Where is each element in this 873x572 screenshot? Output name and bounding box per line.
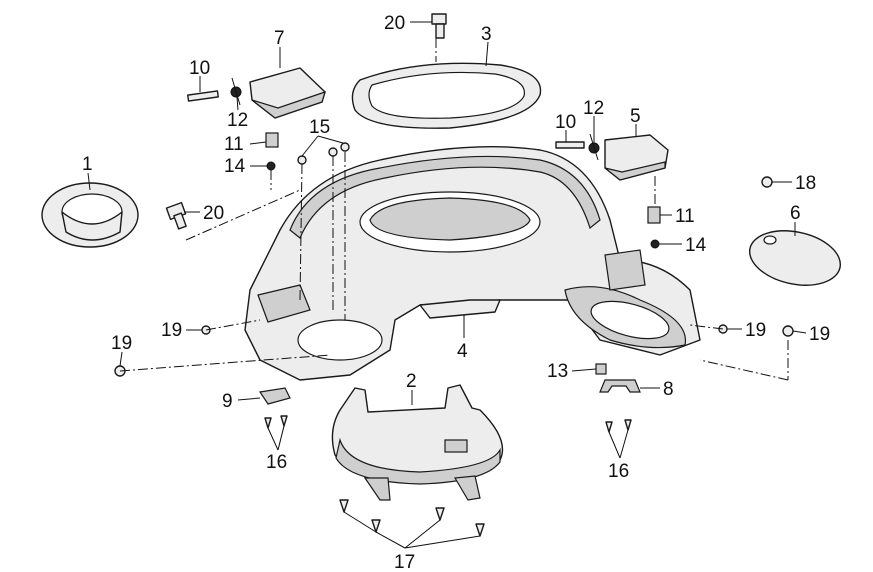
callout-7: 7 xyxy=(274,28,285,49)
callout-16-right: 16 xyxy=(608,461,629,482)
callout-1: 1 xyxy=(82,154,93,175)
part-12-clip-right xyxy=(588,133,600,161)
leader-lines xyxy=(87,21,807,549)
callout-15: 15 xyxy=(309,117,330,138)
screws-17 xyxy=(339,499,485,537)
callout-11-right: 11 xyxy=(675,206,695,227)
callout-19-far-right: 19 xyxy=(809,324,830,345)
part-4-main-panel xyxy=(244,145,701,381)
part-11-nut-left xyxy=(265,132,279,148)
part-14-screw-right xyxy=(650,239,660,249)
callout-19-far-left: 19 xyxy=(111,333,132,354)
part-20-screw-top xyxy=(431,13,447,39)
callout-8: 8 xyxy=(663,379,674,400)
part-1-cup-ring xyxy=(41,182,139,248)
part-14-screw-left xyxy=(266,161,276,171)
callout-11-left: 11 xyxy=(224,134,244,155)
part-12-clip-left xyxy=(230,77,242,106)
callout-2: 2 xyxy=(406,371,417,392)
callout-16-left: 16 xyxy=(266,452,287,473)
callout-5: 5 xyxy=(630,106,641,127)
part-8-bracket xyxy=(599,379,641,393)
callout-10-right: 10 xyxy=(555,112,576,133)
part-6-oval-lid xyxy=(748,230,842,286)
part-11-nut-right xyxy=(647,206,661,224)
screws-15 xyxy=(297,142,350,165)
callout-20-left: 20 xyxy=(203,203,224,224)
part-20-screw-left xyxy=(165,201,187,230)
part-9-bracket xyxy=(258,387,291,405)
callout-19-left: 19 xyxy=(161,320,182,341)
part-10-pin-right xyxy=(555,141,585,149)
callout-14-left: 14 xyxy=(224,156,246,177)
callout-12-left: 12 xyxy=(227,110,248,131)
callout-3: 3 xyxy=(481,24,492,45)
part-13-clip xyxy=(595,363,607,375)
callout-6: 6 xyxy=(790,203,801,224)
callout-labels: 1 2 3 4 5 6 7 8 9 10 10 11 11 12 12 13 1… xyxy=(82,13,830,572)
callout-20-top: 20 xyxy=(384,13,405,34)
part-3-frame-ring xyxy=(351,62,542,129)
callout-13: 13 xyxy=(547,361,568,382)
callout-18: 18 xyxy=(795,173,816,194)
part-7-cover xyxy=(249,67,326,119)
callout-19-right: 19 xyxy=(745,320,766,341)
part-10-pin-left xyxy=(187,90,219,102)
callout-10-left: 10 xyxy=(189,58,210,79)
part-5-cover-right xyxy=(604,134,669,181)
screws-16-left xyxy=(264,415,288,429)
part-2-meter-housing xyxy=(331,384,504,501)
part-18-screw xyxy=(761,176,773,188)
callout-14-right: 14 xyxy=(685,235,707,256)
screws-16-right xyxy=(605,419,632,433)
callout-9: 9 xyxy=(222,391,233,412)
callout-4: 4 xyxy=(457,341,468,362)
callout-12-right: 12 xyxy=(583,98,604,119)
callout-17: 17 xyxy=(394,552,415,572)
